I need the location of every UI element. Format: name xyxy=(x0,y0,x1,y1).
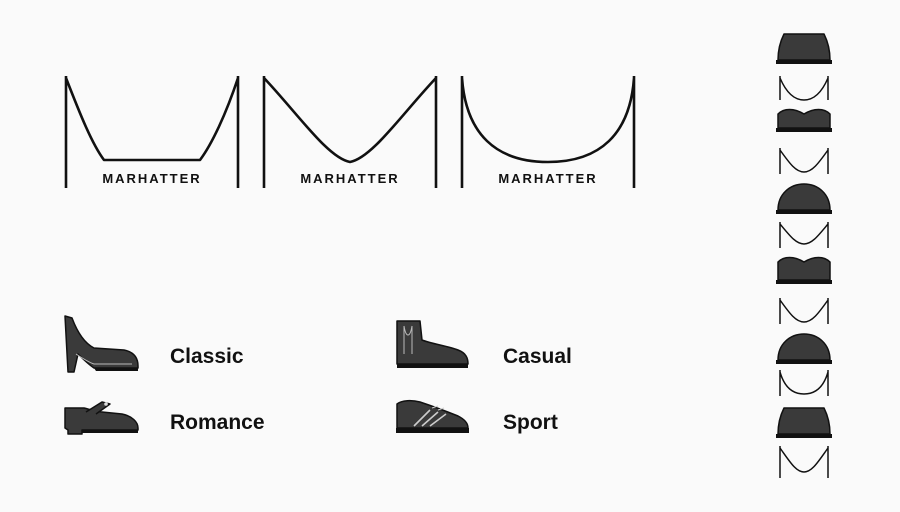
curve-icon xyxy=(779,446,829,478)
style-label-classic: Classic xyxy=(170,345,244,368)
bra-icon xyxy=(776,76,832,132)
logo-mark-flat xyxy=(64,76,240,188)
style-label-romance: Romance xyxy=(170,411,265,434)
style-label-sport: Sport xyxy=(503,411,558,434)
curve-icon xyxy=(779,298,829,324)
logo-mark-v xyxy=(262,76,438,188)
curve-icon xyxy=(779,222,829,248)
beanie-icon xyxy=(776,333,832,364)
icon-pattern-column xyxy=(772,30,836,482)
logo-variant-2: MARHATTER xyxy=(258,74,442,190)
high-heel-shoe-icon xyxy=(62,314,142,381)
hat-icon xyxy=(776,407,832,438)
logo-variant-3: MARHATTER xyxy=(456,74,640,190)
logo-variant-1: MARHATTER xyxy=(60,74,244,190)
mary-jane-shoe-icon xyxy=(62,398,142,443)
curve-icon xyxy=(779,148,829,174)
logo-wordmark: MARHATTER xyxy=(300,171,400,186)
sneaker-icon xyxy=(392,396,472,441)
chelsea-boot-icon xyxy=(392,318,472,375)
logo-wordmark: MARHATTER xyxy=(498,171,598,186)
bra-icon xyxy=(776,256,832,284)
hat-icon xyxy=(776,33,832,64)
beanie-icon xyxy=(776,183,832,214)
style-label-casual: Casual xyxy=(503,345,572,368)
logo-mark-u xyxy=(460,76,636,188)
logo-wordmark: MARHATTER xyxy=(102,171,202,186)
curve-icon xyxy=(779,370,829,396)
